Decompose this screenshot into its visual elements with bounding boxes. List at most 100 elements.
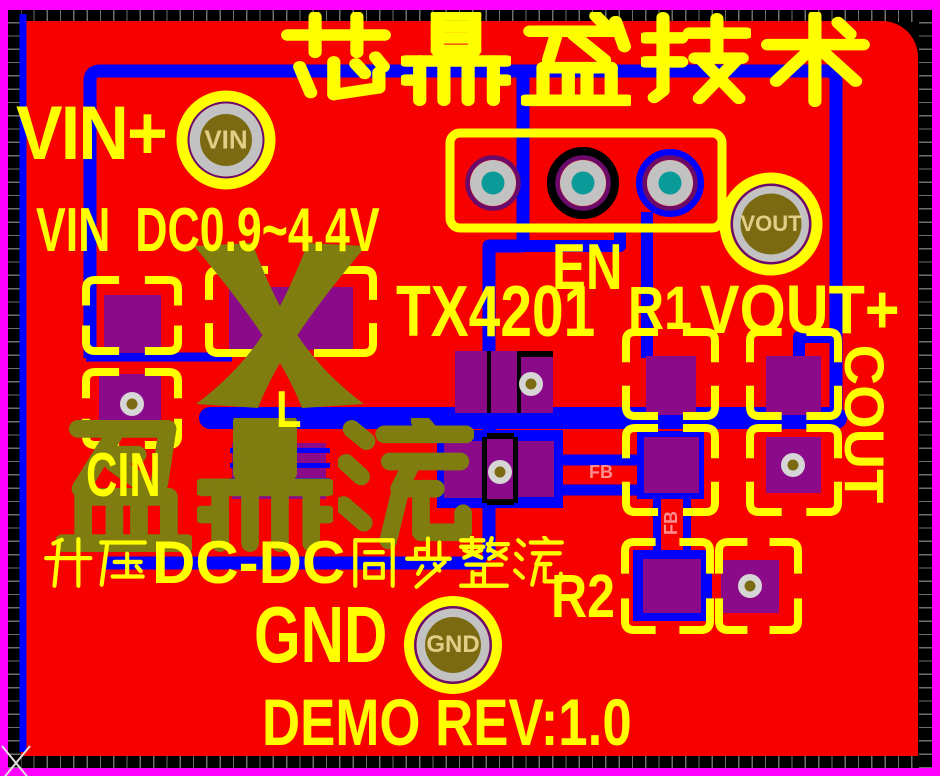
component-outline xyxy=(621,538,656,574)
component-outline xyxy=(806,328,842,363)
smd-pad xyxy=(644,437,699,493)
gnd-pad-ring xyxy=(404,596,502,694)
component-outline xyxy=(622,385,659,420)
component-outline xyxy=(205,323,269,357)
pin-pad-ring xyxy=(555,155,611,211)
component-outline xyxy=(746,481,782,516)
cjk-glyph xyxy=(761,12,870,108)
tht-hole xyxy=(200,114,252,166)
gnd-label: GND xyxy=(254,590,388,679)
via-hole xyxy=(787,459,799,471)
pad-gap xyxy=(487,433,514,439)
r2-label: R2 xyxy=(551,562,615,630)
component-outline xyxy=(144,325,182,355)
via-hole xyxy=(744,580,756,592)
cjk-glyph xyxy=(44,537,93,588)
smd-pad xyxy=(455,351,487,413)
pin-pad-ring xyxy=(465,155,521,211)
trace-cout xyxy=(793,331,836,362)
component-outline xyxy=(715,598,748,634)
pad-gap xyxy=(517,351,521,413)
latin-run: DC-DC xyxy=(152,529,346,596)
component-outline xyxy=(769,538,802,574)
vin-spec-label: VIN DC0.9~4.4V xyxy=(36,196,380,265)
cjk-glyph xyxy=(56,420,192,552)
smd-pad xyxy=(643,559,701,613)
component-outline xyxy=(679,538,714,574)
ruler-right xyxy=(919,10,932,768)
component-outline xyxy=(144,368,182,399)
component-outline xyxy=(679,598,714,634)
component-outline xyxy=(746,385,782,420)
part-number-label: TX4201 xyxy=(396,272,596,352)
cjk-glyph xyxy=(401,12,511,107)
cjk-glyph xyxy=(513,536,565,587)
cjk-glyph xyxy=(353,538,396,588)
via-hole xyxy=(525,378,537,390)
origin-marker xyxy=(1,745,31,776)
component-outline xyxy=(715,538,748,574)
title-silkscreen xyxy=(281,12,871,108)
smd-pad xyxy=(518,441,554,497)
cjk-glyph xyxy=(521,12,631,107)
gnd-pad-text: GND xyxy=(426,631,480,658)
tht-pad-ring xyxy=(729,182,813,266)
component-outline xyxy=(82,368,120,399)
connector-outline xyxy=(445,128,727,233)
vout-pad-ring xyxy=(719,172,823,276)
watermark-overlay xyxy=(56,418,474,554)
component-outline xyxy=(769,598,802,634)
component-outline xyxy=(806,424,842,459)
cjk-glyph xyxy=(281,12,391,101)
cjk-glyph xyxy=(99,540,147,587)
component-outline xyxy=(806,481,842,516)
vin-pad-ring xyxy=(176,90,276,190)
vout-plus-label: VOUT+ xyxy=(700,271,900,348)
tht-pad-ring xyxy=(412,604,494,686)
cjk-glyph xyxy=(197,418,333,552)
vin-pad-text: VIN xyxy=(204,124,248,155)
component-outline xyxy=(622,481,659,516)
vout-pad-text: VOUT xyxy=(740,211,802,236)
component-outline xyxy=(682,328,719,363)
component-outline xyxy=(621,598,656,634)
cjk-glyph xyxy=(405,536,453,589)
component-outline xyxy=(144,276,182,306)
ruler-bottom xyxy=(8,756,932,768)
component-outline xyxy=(806,385,842,420)
demo-rev-label: DEMO REV:1.0 xyxy=(262,685,632,759)
component-outline xyxy=(682,385,719,420)
via-hole xyxy=(494,466,506,478)
pin2-black-ring xyxy=(547,147,619,219)
component-outline xyxy=(313,266,377,300)
component-outline xyxy=(82,325,120,355)
smd-pad xyxy=(766,356,821,415)
pad-gap xyxy=(482,437,487,503)
cout-label: COUT xyxy=(833,344,896,504)
pin-hole xyxy=(658,171,682,195)
smd-pad xyxy=(104,295,161,353)
smd-pad xyxy=(646,356,696,415)
tht-hole xyxy=(425,617,481,673)
component-outline xyxy=(746,424,782,459)
tht-hole xyxy=(740,193,802,255)
component-outline xyxy=(746,328,782,363)
pin-hole xyxy=(571,171,595,195)
inductor-label: L xyxy=(276,381,302,439)
pad-gap xyxy=(519,351,553,357)
component-outline xyxy=(682,424,719,459)
subtitle-silkscreen: DC-DC xyxy=(42,529,565,596)
pin-pad-ring xyxy=(642,155,698,211)
vin-plus-label: VIN+ xyxy=(16,91,168,176)
cjk-glyph xyxy=(338,418,474,550)
component-outline xyxy=(313,323,377,357)
fb-net-label: FB xyxy=(589,462,613,482)
cin-label: CIN xyxy=(86,441,161,510)
pad-gap xyxy=(487,351,491,413)
component-outline xyxy=(82,276,120,306)
pad3-blue-ring xyxy=(636,149,704,217)
